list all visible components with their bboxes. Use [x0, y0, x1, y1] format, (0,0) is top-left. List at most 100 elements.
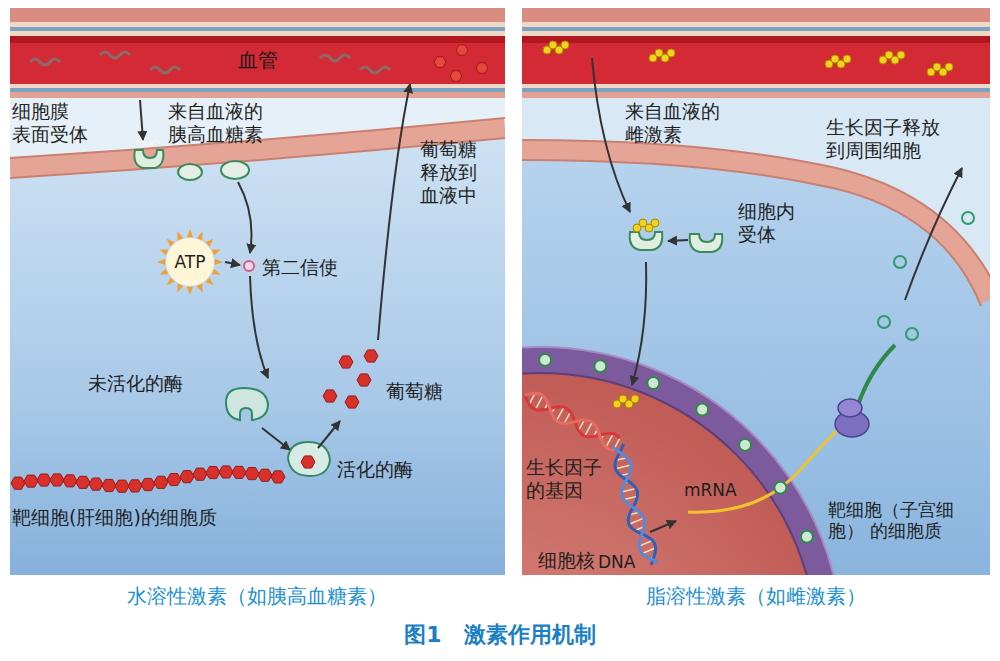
- part-label: 活化的酶: [337, 458, 413, 481]
- part-label: 细胞内 受体: [738, 200, 800, 246]
- arrow: [262, 428, 290, 450]
- surface-receptor: [134, 150, 163, 168]
- glycogen-unit: [102, 479, 116, 491]
- process-label: 葡萄糖 释放到 血液中: [420, 138, 482, 206]
- glycogen-unit: [141, 479, 155, 491]
- vessel-wall: [522, 8, 990, 22]
- right-panel: [522, 8, 990, 575]
- membrane-edge: [522, 140, 990, 294]
- glycogen-unit: [128, 480, 142, 492]
- glycogen-unit: [76, 476, 90, 488]
- growth-factor: [906, 328, 918, 340]
- glycogen-unit: [89, 478, 103, 490]
- glucagon-molecule: [360, 67, 390, 73]
- nuclear-pore: [739, 439, 751, 451]
- atp-spike: [187, 287, 193, 295]
- glucagon-molecule: [30, 59, 60, 65]
- nuclear-pore: [774, 482, 786, 494]
- glycogen-unit: [180, 471, 194, 483]
- cytoplasm-fill: [10, 128, 505, 575]
- nuclear-pore: [647, 377, 659, 389]
- region-label: 靶细胞（子宫细胞） 的细胞质: [828, 500, 990, 542]
- molecule-label: 葡萄糖: [386, 380, 443, 403]
- arrow: [632, 262, 646, 385]
- glycogen-unit: [167, 474, 181, 486]
- atp-spike: [215, 259, 223, 265]
- membrane-edge: [522, 160, 981, 306]
- glucose-molecule: [339, 356, 353, 368]
- atp-spike: [187, 229, 193, 237]
- glycogen-unit: [37, 474, 51, 486]
- vessel-wall: [522, 92, 990, 98]
- vessel-layer: [522, 22, 990, 27]
- cytoplasm-region: 靶细胞（子宫细胞） 的细胞质细胞核: [522, 300, 990, 575]
- receptor-complex: [630, 232, 663, 250]
- atp-spike: [177, 232, 183, 241]
- glucagon-molecule: [320, 55, 350, 61]
- part-label: 来自血液的 雌激素: [625, 100, 725, 146]
- glycogen-unit: [206, 467, 220, 479]
- atp-spike: [157, 259, 165, 265]
- ribosome: [838, 399, 862, 417]
- arrow: [592, 58, 630, 212]
- estrogen-molecule: [631, 395, 639, 403]
- nuclear-pore: [801, 531, 813, 543]
- arrow: [318, 421, 340, 448]
- atp-spike: [167, 239, 175, 247]
- glucagon-molecule: [136, 140, 160, 146]
- nuclear-pore: [594, 360, 606, 372]
- dna-strand: [525, 395, 620, 438]
- g-protein: [178, 164, 202, 180]
- panel-caption: 脂溶性激素（如雌激素）: [646, 584, 866, 608]
- nuclear-pore: [539, 354, 551, 366]
- glucose-molecule: [456, 45, 468, 55]
- arrow: [225, 262, 240, 265]
- part-label: 生长因子 的基因: [526, 456, 607, 502]
- inactive-enzyme: [226, 388, 268, 420]
- panel-ground: [10, 8, 505, 575]
- dna-rung: [557, 407, 564, 421]
- dna-strand: [613, 447, 658, 563]
- vessel-wall: [10, 92, 505, 98]
- vessel-layer: [10, 31, 505, 36]
- glucose-molecule: [364, 350, 378, 362]
- glycogen-unit: [219, 466, 233, 478]
- glucagon-molecule: [100, 52, 130, 58]
- glycogen-unit: [115, 480, 129, 492]
- active-enzyme: [288, 442, 330, 476]
- atp-burst: [166, 238, 214, 286]
- vessel-layer: [522, 27, 990, 31]
- glycogen-unit: [50, 474, 64, 486]
- dna-strand: [525, 393, 613, 450]
- vessel-layer: [10, 88, 505, 92]
- vessel-layer: [10, 84, 505, 88]
- vessel-layer: [522, 31, 990, 36]
- glucose-molecule: [345, 396, 359, 408]
- estrogen-molecule: [945, 63, 953, 71]
- growth-factor: [878, 316, 890, 328]
- glycogen-unit: [154, 476, 168, 488]
- dna-rung: [606, 434, 613, 447]
- dna-strand: [615, 444, 656, 565]
- estrogen-molecule: [651, 219, 659, 227]
- arrow: [668, 240, 688, 241]
- atp-spike: [197, 232, 203, 241]
- dna-rung: [629, 518, 644, 524]
- panel-caption: 水溶性激素（如胰高血糖素）: [127, 584, 387, 608]
- part-label: 细胞膜 表面受体: [12, 100, 93, 146]
- cytoplasm-region: 靶细胞(肝细胞)的细胞质: [10, 340, 505, 575]
- glucose-molecule: [434, 57, 446, 67]
- vessel-shade: [10, 36, 505, 43]
- vessel-band: 血管: [10, 36, 505, 84]
- part-label: 第二信使: [262, 256, 338, 279]
- atp-spike: [212, 269, 221, 275]
- left-panel: [10, 8, 505, 575]
- arrow: [238, 182, 252, 253]
- glucose-molecule: [476, 63, 488, 73]
- molecule-label: DNA: [598, 552, 635, 572]
- atp-spike: [177, 284, 183, 293]
- part-label: 来自血液的 胰高血糖素: [168, 100, 268, 146]
- process-label: 生长因子释放 到周围细胞: [826, 116, 945, 162]
- atp-spike: [205, 277, 213, 285]
- atp-spike: [212, 249, 221, 255]
